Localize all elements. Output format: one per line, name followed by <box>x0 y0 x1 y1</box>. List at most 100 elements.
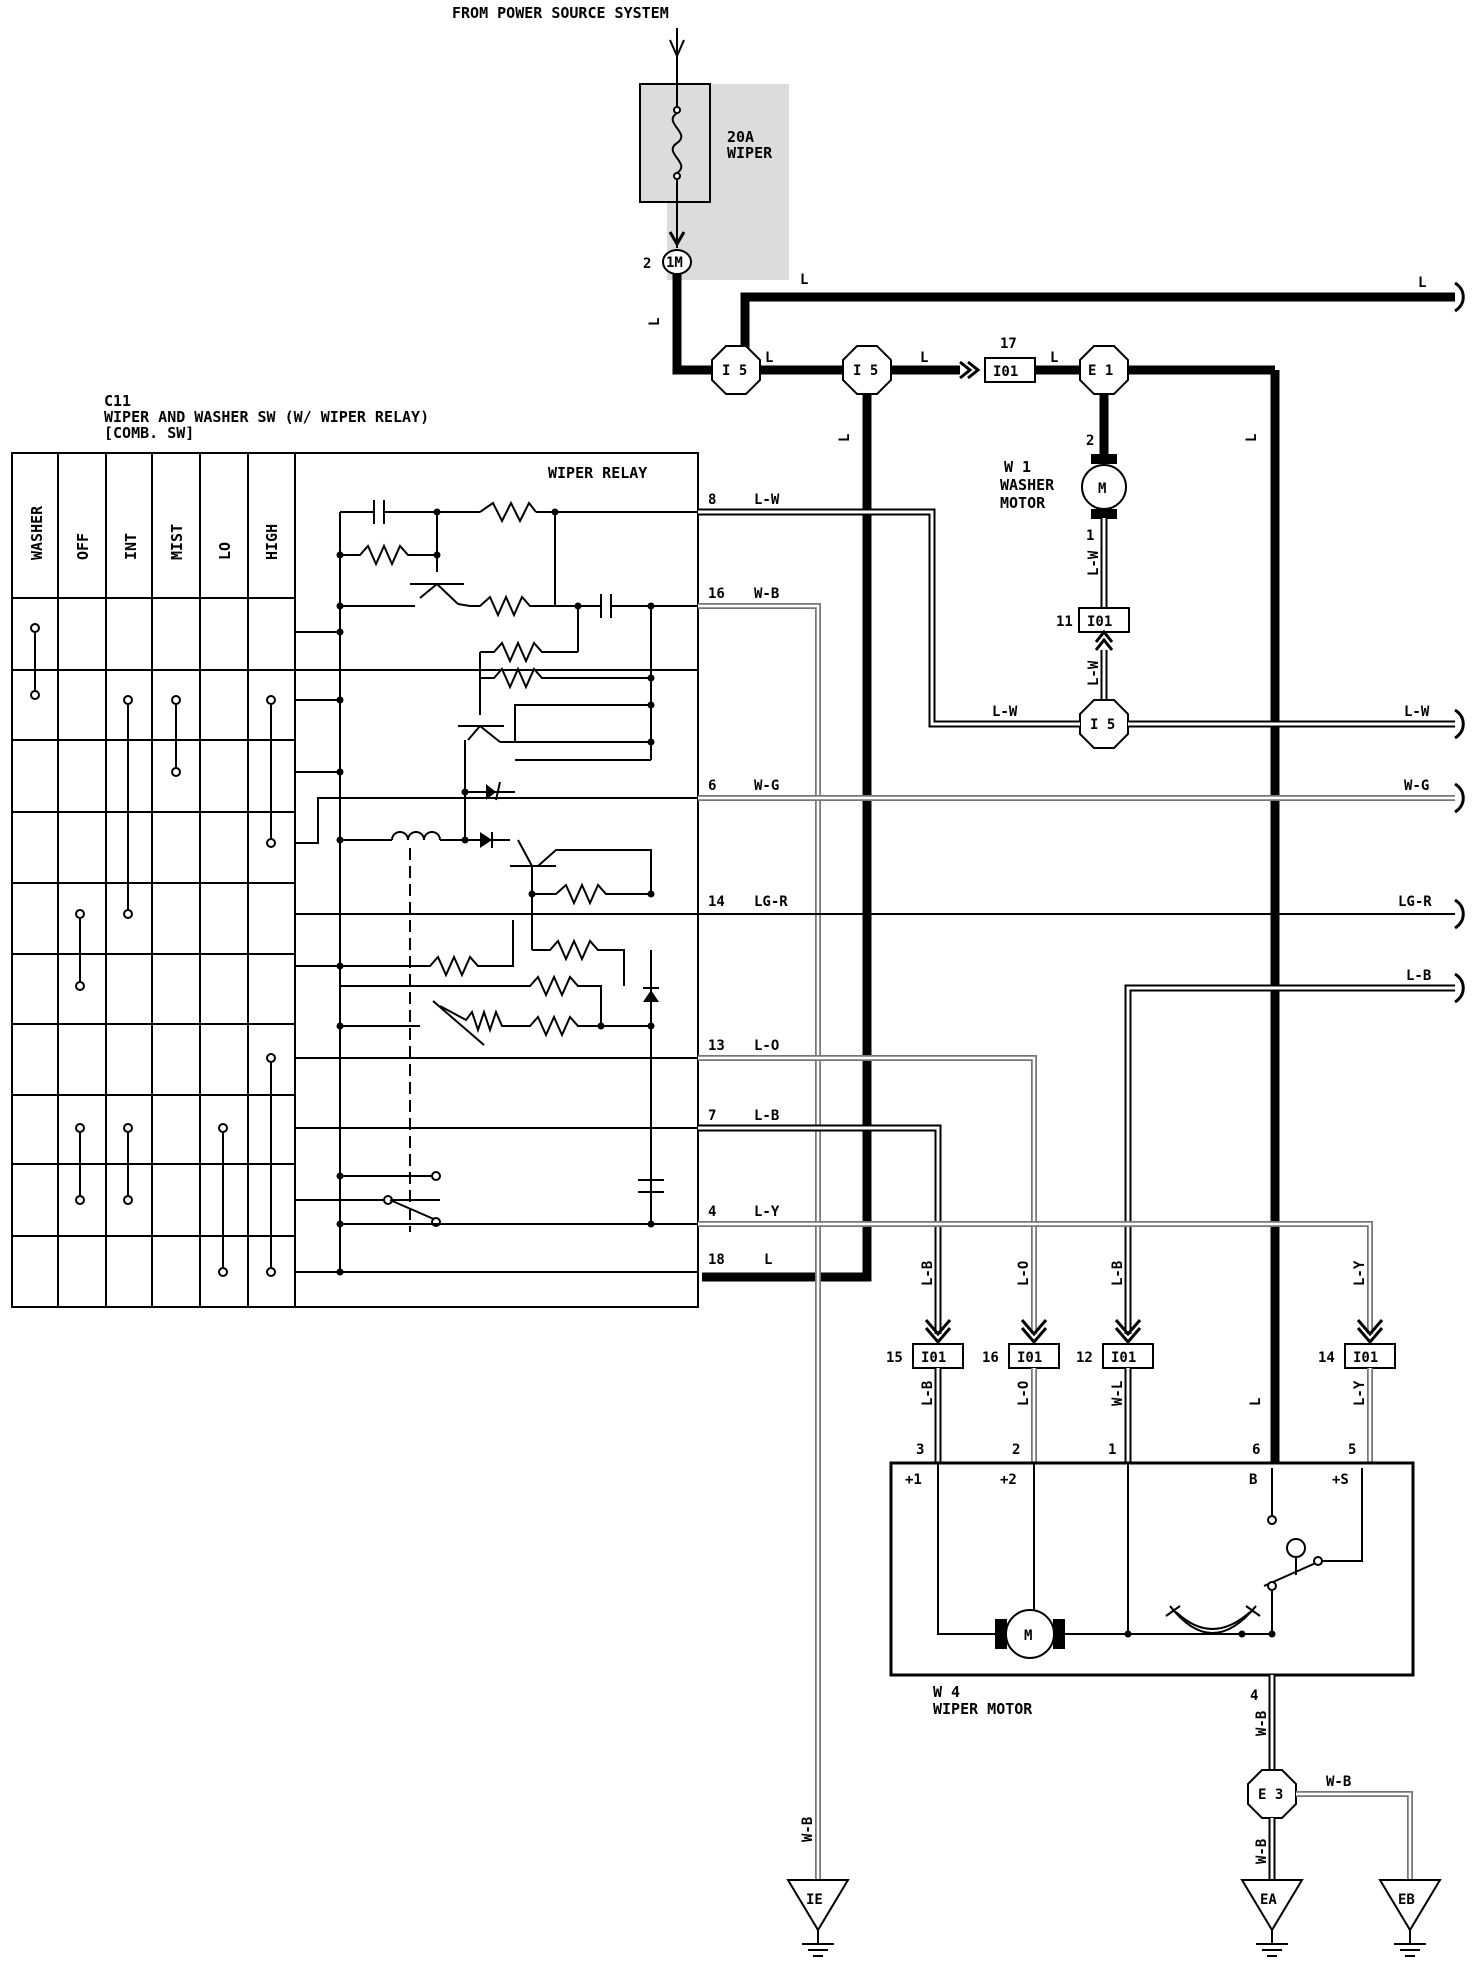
connector-i01-15-pin: 15 <box>886 1350 903 1366</box>
washer-motor-name1: WASHER <box>1000 476 1055 494</box>
connector-i5-a: I 5 <box>711 345 761 395</box>
wire-label-lb-15: L-B <box>920 1261 936 1286</box>
connector-i01-12-pin: 12 <box>1076 1350 1093 1366</box>
connector-i01-15-label: I01 <box>921 1350 946 1366</box>
washer-motor-code: W 1 <box>1004 458 1031 476</box>
connector-i5-c-label: I 5 <box>1090 717 1115 733</box>
switch-contacts <box>30 623 276 1277</box>
wiper-motor-name: WIPER MOTOR <box>933 1700 1033 1718</box>
fuse-name: WIPER <box>727 144 773 162</box>
wire-label-ly: L-Y <box>1352 1260 1368 1286</box>
terminal-7-pin: 7 <box>708 1108 716 1124</box>
fuse-rating: 20A <box>727 128 754 146</box>
terminal-4-wire: L-Y <box>754 1204 780 1220</box>
wire-label-bus-top-right: L <box>1418 275 1426 291</box>
wire-label-wl-motor: W-L <box>1110 1381 1126 1406</box>
wiper-motor-code: W 4 <box>933 1683 960 1701</box>
terminal-16-wire: W-B <box>754 586 779 602</box>
wiper-pin-2: 2 <box>1012 1442 1020 1458</box>
wire-label-bus-i5-down: L <box>837 434 853 442</box>
washer-pin-top: 2 <box>1086 433 1094 449</box>
relay-circuit <box>318 500 698 1272</box>
wiper-pin-5: 5 <box>1348 1442 1356 1458</box>
connector-i5-b: I 5 <box>842 345 892 395</box>
wiper-motor-box <box>889 1461 1415 1677</box>
wire-label-wb-ea: W-B <box>1254 1839 1270 1864</box>
connector-i01-16: I01 16 <box>982 1343 1060 1369</box>
wiper-motor-internals <box>937 1463 1363 1635</box>
wiper-term-plus2: +2 <box>1000 1472 1017 1488</box>
switch-block <box>11 452 699 1308</box>
washer-pin-bottom: 1 <box>1086 528 1094 544</box>
wire-label-wb-ie: W-B <box>800 1817 816 1842</box>
connector-i01-14-label: I01 <box>1353 1350 1378 1366</box>
relay-label: WIPER RELAY <box>548 464 647 482</box>
wiper-motor-symbol: M <box>995 1609 1065 1659</box>
ground-ie-label: IE <box>806 1892 823 1908</box>
ground-eb: EB <box>1378 1879 1442 1957</box>
wire-label-lgr: LG-R <box>1398 894 1432 910</box>
wire-label-wg: W-G <box>1404 778 1429 794</box>
washer-motor-symbol: M <box>1098 481 1106 497</box>
switch-col-lo: LO <box>216 542 234 560</box>
ground-ea-label: EA <box>1260 1892 1277 1908</box>
terminal-6-wire: W-G <box>754 778 779 794</box>
ground-ie: IE <box>786 1879 850 1957</box>
wire-label-lb-motor: L-B <box>920 1381 936 1406</box>
junction-1m-code: 1M <box>666 255 683 271</box>
power-bus <box>672 274 1455 1463</box>
power-source-label: FROM POWER SOURCE SYSTEM <box>452 4 669 22</box>
terminal-8-pin: 8 <box>708 492 716 508</box>
connector-i5-a-label: I 5 <box>722 363 747 379</box>
i01-row-arrows <box>924 1319 1384 1345</box>
wiper-ground-pin: 4 <box>1250 1688 1258 1704</box>
wiper-term-plus-s: +S <box>1332 1472 1349 1488</box>
washer-motor-name2: MOTOR <box>1000 494 1046 512</box>
wire-label-bus-right-down: L <box>1244 434 1260 442</box>
arrow-i01-17 <box>959 360 973 380</box>
ground-eb-label: EB <box>1398 1892 1415 1908</box>
terminal-14-pin: 14 <box>708 894 725 910</box>
wiper-pin-3: 3 <box>916 1442 924 1458</box>
power-input-arrow <box>669 28 685 84</box>
relay-dots <box>336 508 655 1276</box>
wire-lw <box>698 508 1080 728</box>
terminal-13-pin: 13 <box>708 1038 725 1054</box>
wire-label-washer-lw-b: L-W <box>1086 660 1102 686</box>
connector-i01-17-label: I01 <box>993 364 1018 380</box>
wiper-pin-6: 6 <box>1252 1442 1260 1458</box>
wire-label-1m-down: L <box>647 318 663 326</box>
connector-e3: E 3 <box>1247 1769 1297 1819</box>
connector-i01-16-label: I01 <box>1017 1350 1042 1366</box>
connector-i01-17-pin: 17 <box>1000 336 1017 352</box>
terminal-13-wire: L-O <box>754 1038 779 1054</box>
wiper-term-plus1: +1 <box>905 1472 922 1488</box>
switch-col-washer: WASHER <box>28 505 46 560</box>
wire-label-bus-i5-a: L <box>765 350 773 366</box>
wire-label-ly-motor: L-Y <box>1352 1380 1368 1406</box>
wire-label-wb-motor: W-B <box>1254 1711 1270 1736</box>
fuse-box <box>639 83 711 203</box>
connector-i01-14-pin: 14 <box>1318 1350 1335 1366</box>
wiper-motor-m: M <box>1024 1628 1032 1644</box>
switch-terminals: 8 L-W 16 W-B 6 W-G 14 LG-R 13 L-O 7 L-B … <box>708 492 788 1268</box>
switch-col-off: OFF <box>74 533 92 560</box>
connector-i01-15: I01 15 <box>886 1343 964 1369</box>
wire-label-washer-lw-a: L-W <box>1086 550 1102 576</box>
connector-i01-12: I01 12 <box>1076 1343 1154 1369</box>
washer-motor-cap-bottom <box>1091 509 1117 519</box>
wire-label-l-motor: L <box>1248 1398 1264 1406</box>
wire-label-lw-right: L-W <box>1404 704 1430 720</box>
terminal-18-pin: 18 <box>708 1252 725 1268</box>
connector-i01-11 <box>1078 607 1130 633</box>
terminal-14-wire: LG-R <box>754 894 788 910</box>
wire-label-lo: L-O <box>1016 1261 1032 1286</box>
terminal-6-pin: 6 <box>708 778 716 794</box>
terminal-7-wire: L-B <box>754 1108 779 1124</box>
connector-e3-label: E 3 <box>1258 1787 1283 1803</box>
wiper-pin-1: 1 <box>1108 1442 1116 1458</box>
connector-i01-11-pin: 11 <box>1056 614 1073 630</box>
wiper-term-b: B <box>1249 1472 1257 1488</box>
connector-i01-16-pin: 16 <box>982 1350 999 1366</box>
bus-end-top <box>1454 281 1465 313</box>
